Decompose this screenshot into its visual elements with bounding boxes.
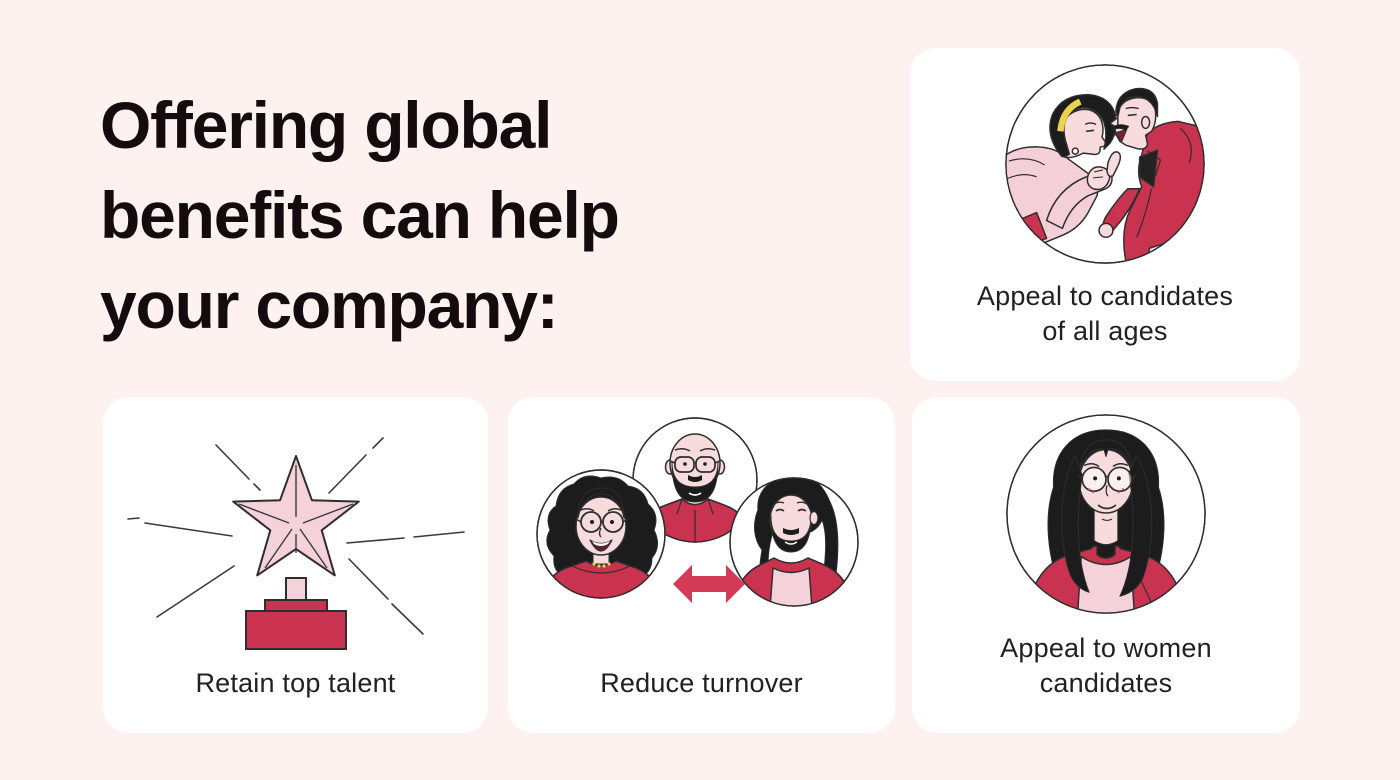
card-label-appeal-all-ages: Appeal to candidates of all ages bbox=[977, 279, 1233, 349]
trophy-rays bbox=[126, 436, 465, 635]
title-line-3: your company: bbox=[100, 268, 559, 342]
label-line: of all ages bbox=[1042, 316, 1168, 346]
card-retain-top-talent: Retain top talent bbox=[103, 397, 488, 733]
three-people-exchange-icon bbox=[508, 397, 895, 666]
card-appeal-all-ages: Appeal to candidates of all ages bbox=[910, 48, 1300, 381]
two-people-talking-illustration bbox=[1005, 63, 1205, 264]
card-label-reduce-turnover: Reduce turnover bbox=[600, 666, 803, 701]
three-people-illustration bbox=[536, 416, 859, 607]
star-facet-lines bbox=[238, 464, 353, 568]
woman-portrait-illustration bbox=[1006, 414, 1206, 614]
page-title: Offering global benefits can help your c… bbox=[100, 80, 760, 350]
label-line: Appeal to candidates bbox=[976, 281, 1234, 311]
label-line: Retain top talent bbox=[195, 668, 396, 698]
label-line: Reduce turnover bbox=[600, 668, 803, 698]
double-arrow-icon bbox=[673, 564, 745, 603]
title-line-1: Offering global bbox=[100, 88, 553, 162]
star-trophy-icon bbox=[103, 397, 488, 666]
card-reduce-turnover: Reduce turnover bbox=[508, 397, 895, 733]
woman-portrait-icon bbox=[912, 397, 1300, 631]
label-line: Appeal to women bbox=[1000, 633, 1212, 663]
title-line-2: benefits can help bbox=[100, 178, 620, 252]
label-line: candidates bbox=[1039, 668, 1173, 698]
curly-woman-portrait bbox=[544, 475, 658, 598]
two-people-talking-icon bbox=[910, 48, 1300, 279]
card-label-appeal-women: Appeal to women candidates bbox=[1000, 631, 1212, 701]
card-label-retain-top-talent: Retain top talent bbox=[195, 666, 395, 701]
card-appeal-women: Appeal to women candidates bbox=[912, 397, 1300, 733]
star-trophy-illustration bbox=[126, 436, 465, 650]
